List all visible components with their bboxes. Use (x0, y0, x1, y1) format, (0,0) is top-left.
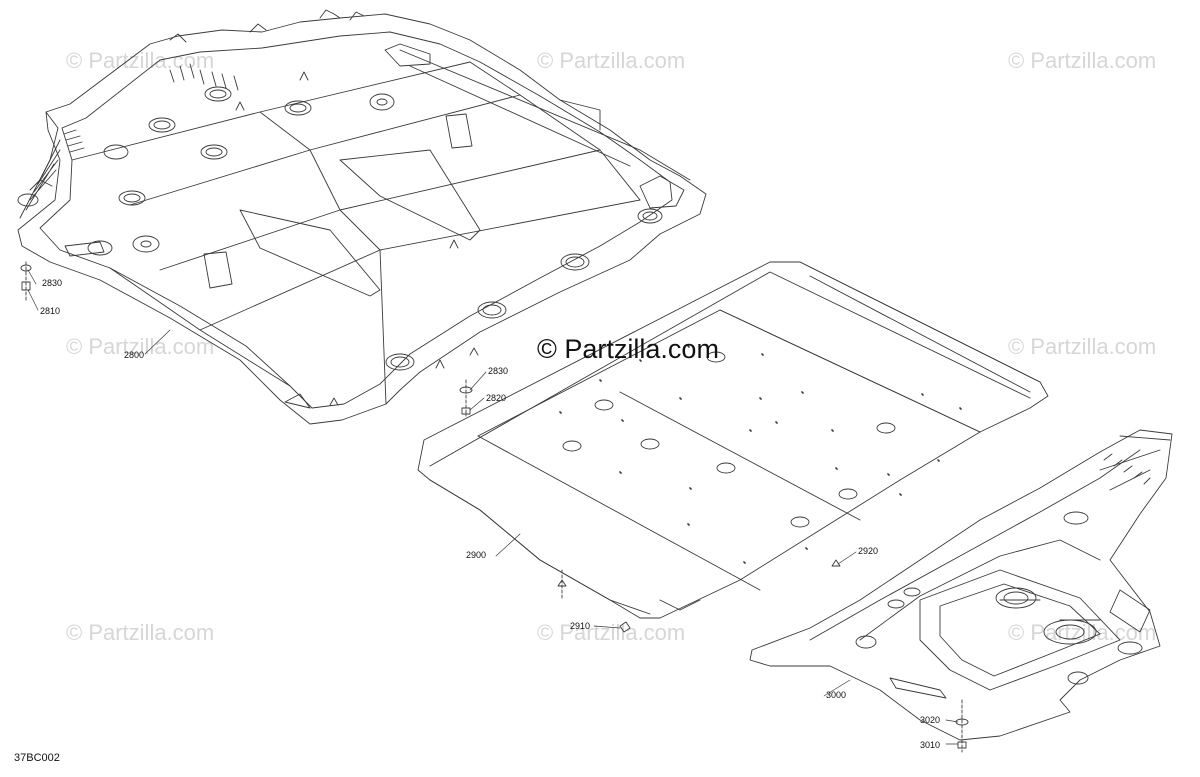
diagram-code: 37BC002 (14, 752, 60, 764)
fastener-2920 (831, 559, 841, 567)
part-label-2910: 2910 (570, 621, 591, 631)
fastener-2830-2810 (20, 261, 32, 301)
watermark: © Partzilla.com (537, 48, 686, 73)
part-label-3020: 3020 (920, 715, 941, 725)
watermark: © Partzilla.com (66, 620, 215, 645)
part-label-2900: 2900 (466, 550, 487, 560)
center-watermark: © Partzilla.com (537, 334, 719, 364)
leader-lines (27, 269, 959, 745)
watermark: © Partzilla.com (537, 620, 686, 645)
part-label-3000: 3000 (826, 690, 847, 700)
part-label-3010: 3010 (920, 740, 941, 750)
part-label-2920: 2920 (858, 546, 879, 556)
part-label-2800: 2800 (124, 350, 145, 360)
part-label-2810: 2810 (40, 306, 61, 316)
watermark: © Partzilla.com (66, 334, 215, 359)
watermark: © Partzilla.com (66, 48, 215, 73)
fastener-2910 (557, 569, 631, 633)
part-label-2830: 2830 (42, 278, 63, 288)
skid-plate-2800 (17, 9, 707, 425)
watermark: © Partzilla.com (1008, 334, 1157, 359)
watermark: © Partzilla.com (1008, 48, 1157, 73)
fastener-2830-2820 (459, 379, 473, 417)
part-label-2820: 2820 (486, 393, 507, 403)
skid-plate-3000 (749, 429, 1173, 741)
skid-plate-2900 (417, 261, 1049, 619)
part-label-2830: 2830 (488, 366, 509, 376)
